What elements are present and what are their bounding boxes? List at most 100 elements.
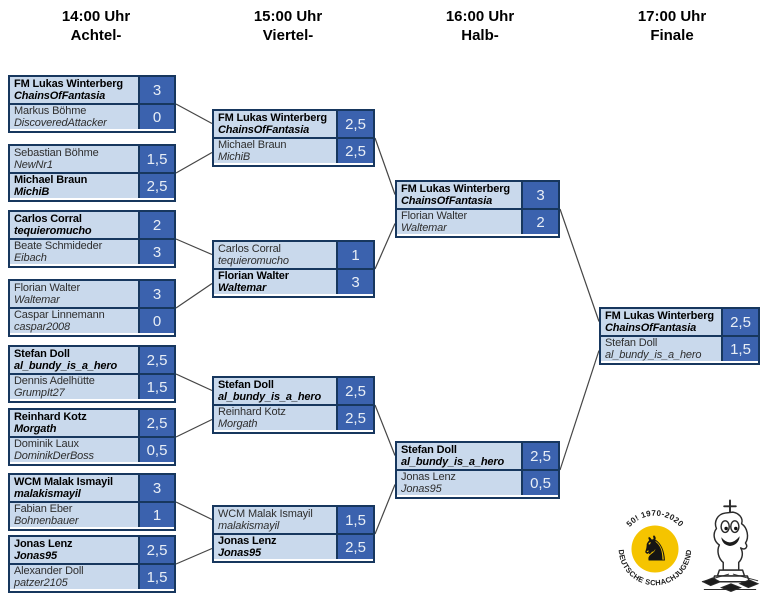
player-name-cell: Florian Walter Waltemar — [397, 210, 521, 234]
player-score: 0,5 — [138, 438, 174, 462]
player-username: Eibach — [14, 252, 47, 264]
player-username: al_bundy_is_a_hero — [401, 456, 505, 468]
player-name-cell: WCM Malak Ismayil malakismayil — [10, 475, 138, 501]
player-row: Fabian Eber Bohnenbauer 1 — [10, 501, 174, 527]
dsj-50-years-logo: ♞ 50! 1970-2020 DEUTSCHE SCHACHJUGEND — [617, 509, 693, 588]
connector-line — [374, 223, 396, 270]
player-name: Carlos Corral — [218, 242, 281, 255]
round-header-achtelfinale: 14:00 Uhr Achtel- — [0, 7, 192, 45]
player-name: Florian Walter — [401, 210, 467, 222]
player-name: Michael Braun — [14, 174, 88, 186]
player-name: Beate Schmideder — [14, 240, 103, 252]
player-name: Jonas Lenz — [401, 471, 456, 483]
player-username: DiscoveredAttacker — [14, 117, 107, 129]
player-username: tequieromucho — [14, 225, 92, 237]
player-name-cell: Stefan Doll al_bundy_is_a_hero — [10, 347, 138, 373]
round-label: Achtel- — [70, 27, 122, 44]
player-name: Reinhard Kotz — [14, 410, 87, 423]
player-username: Waltemar — [218, 282, 267, 294]
player-name-cell: Michael Braun MichiB — [214, 139, 336, 163]
player-score: 0 — [138, 105, 174, 129]
player-score: 0,5 — [521, 471, 558, 495]
player-name: Stefan Doll — [605, 337, 658, 349]
player-row: Michael Braun MichiB 2,5 — [10, 172, 174, 198]
player-name-cell: Dennis Adelhütte GrumpIt27 — [10, 375, 138, 399]
match-box: Stefan Doll al_bundy_is_a_hero 2,5 Jonas… — [395, 441, 560, 499]
player-name-cell: FM Lukas Winterberg ChainsOfFantasia — [601, 309, 721, 335]
player-row: Stefan Doll al_bundy_is_a_hero 2,5 — [214, 378, 373, 404]
player-name-cell: Markus Böhme DiscoveredAttacker — [10, 105, 138, 129]
badge-yellow-circle — [631, 525, 679, 573]
player-name-cell: Stefan Doll al_bundy_is_a_hero — [397, 443, 521, 469]
player-name: Stefan Doll — [14, 347, 70, 360]
player-name: Jonas Lenz — [218, 535, 277, 547]
player-username: patzer2105 — [14, 577, 68, 589]
player-name-cell: Carlos Corral tequieromucho — [10, 212, 138, 238]
player-score: 2 — [138, 212, 174, 238]
player-name: Michael Braun — [218, 139, 287, 151]
player-row: Michael Braun MichiB 2,5 — [214, 137, 373, 163]
chess-king-cartoon-icon — [701, 499, 760, 592]
player-row: Dennis Adelhütte GrumpIt27 1,5 — [10, 373, 174, 399]
player-score: 3 — [138, 281, 174, 307]
player-row: Beate Schmideder Eibach 3 — [10, 238, 174, 264]
player-name-cell: Fabian Eber Bohnenbauer — [10, 503, 138, 527]
player-name: Stefan Doll — [401, 443, 457, 456]
connector-line — [175, 103, 213, 125]
player-score: 2,5 — [336, 406, 373, 430]
player-name-cell: Florian Walter Waltemar — [214, 270, 336, 294]
player-score: 2,5 — [336, 139, 373, 163]
player-username: Jonas95 — [401, 483, 442, 495]
player-name-cell: FM Lukas Winterberg ChainsOfFantasia — [10, 77, 138, 103]
match-box: WCM Malak Ismayil malakismayil 3 Fabian … — [8, 473, 176, 531]
player-score: 1,5 — [336, 507, 373, 533]
player-username: Bohnenbauer — [14, 515, 79, 527]
match-box: Sebastian Böhme NewNr1 1,5 Michael Braun… — [8, 144, 176, 202]
player-name-cell: Alexander Doll patzer2105 — [10, 565, 138, 589]
player-score: 2,5 — [336, 111, 373, 137]
player-name-cell: FM Lukas Winterberg ChainsOfFantasia — [214, 111, 336, 137]
player-name: FM Lukas Winterberg — [14, 77, 123, 90]
round-time: 16:00 Uhr — [445, 8, 515, 25]
player-score: 2,5 — [721, 309, 758, 335]
round-header-viertelfinale: 15:00 Uhr Viertel- — [192, 7, 384, 45]
connector-line — [175, 501, 213, 521]
connector-line — [559, 350, 600, 471]
player-name-cell: Michael Braun MichiB — [10, 174, 138, 198]
player-name: Stefan Doll — [218, 378, 274, 391]
player-row: Jonas Lenz Jonas95 0,5 — [397, 469, 558, 495]
player-username: tequieromucho — [218, 255, 289, 267]
player-row: FM Lukas Winterberg ChainsOfFantasia 2,5 — [601, 309, 758, 335]
player-score: 1,5 — [138, 146, 174, 172]
player-username: caspar2008 — [14, 321, 70, 333]
player-name-cell: Caspar Linnemann caspar2008 — [10, 309, 138, 333]
player-name: FM Lukas Winterberg — [218, 111, 327, 124]
player-username: DominikDerBoss — [14, 450, 94, 462]
player-row: FM Lukas Winterberg ChainsOfFantasia 3 — [10, 77, 174, 103]
player-score: 3 — [336, 270, 373, 294]
player-row: Reinhard Kotz Morgath 2,5 — [10, 410, 174, 436]
player-name-cell: Jonas Lenz Jonas95 — [214, 535, 336, 559]
player-name: Alexander Doll — [14, 565, 84, 577]
player-name: WCM Malak Ismayil — [218, 507, 313, 520]
player-row: Carlos Corral tequieromucho 1 — [214, 242, 373, 268]
player-row: Markus Böhme DiscoveredAttacker 0 — [10, 103, 174, 129]
player-row: Caspar Linnemann caspar2008 0 — [10, 307, 174, 333]
player-name-cell: Stefan Doll al_bundy_is_a_hero — [214, 378, 336, 404]
player-username: Jonas95 — [218, 547, 261, 559]
player-name: Jonas Lenz — [14, 537, 73, 550]
player-username: ChainsOfFantasia — [605, 322, 697, 334]
match-box: FM Lukas Winterberg ChainsOfFantasia 2,5… — [212, 109, 375, 167]
match-box: WCM Malak Ismayil malakismayil 1,5 Jonas… — [212, 505, 375, 563]
player-name: Carlos Corral — [14, 212, 82, 225]
player-score: 0 — [138, 309, 174, 333]
match-box: Jonas Lenz Jonas95 2,5 Alexander Doll pa… — [8, 535, 176, 593]
player-name: Florian Walter — [14, 281, 80, 294]
round-header-finale: 17:00 Uhr Finale — [576, 7, 768, 45]
player-name-cell: Jonas Lenz Jonas95 — [10, 537, 138, 563]
player-name: Fabian Eber — [14, 503, 73, 515]
connector-line — [374, 404, 396, 456]
match-box: Carlos Corral tequieromucho 1 Florian Wa… — [212, 240, 375, 298]
match-box: FM Lukas Winterberg ChainsOfFantasia 3 F… — [395, 180, 560, 238]
